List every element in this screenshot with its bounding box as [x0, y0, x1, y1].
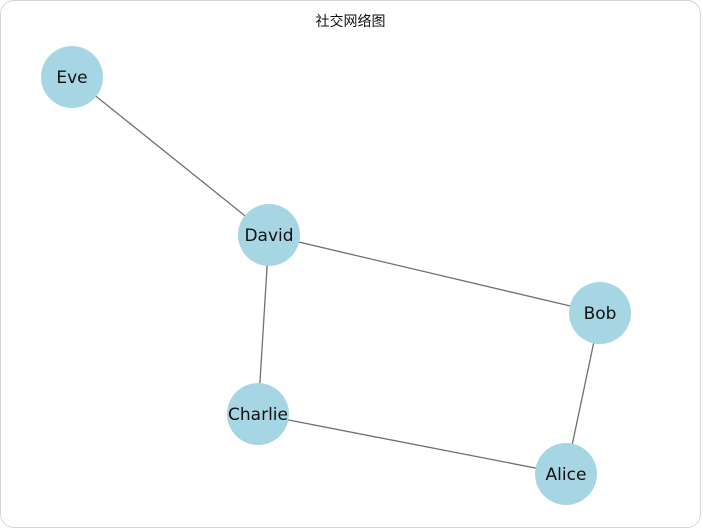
node-circle-eve[interactable] [41, 46, 103, 108]
node-circle-david[interactable] [238, 204, 300, 266]
edge-david-bob [268, 234, 601, 314]
node-bob[interactable]: Bob [569, 282, 631, 344]
node-label-bob: Bob [584, 304, 617, 324]
node-david[interactable]: David [238, 204, 300, 266]
node-label-david: David [244, 226, 293, 246]
node-circle-alice[interactable] [535, 443, 597, 505]
edge-charlie-alice [257, 413, 567, 475]
edges-layer [71, 76, 601, 475]
node-circle-bob[interactable] [569, 282, 631, 344]
node-eve[interactable]: Eve [41, 46, 103, 108]
node-charlie[interactable]: Charlie [227, 383, 289, 445]
node-label-charlie: Charlie [228, 405, 288, 425]
edge-eve-david [71, 76, 270, 236]
node-alice[interactable]: Alice [535, 443, 597, 505]
node-label-alice: Alice [546, 465, 587, 485]
diagram-title: 社交网络图 [315, 14, 386, 30]
node-label-eve: Eve [56, 68, 87, 88]
node-circle-charlie[interactable] [227, 383, 289, 445]
